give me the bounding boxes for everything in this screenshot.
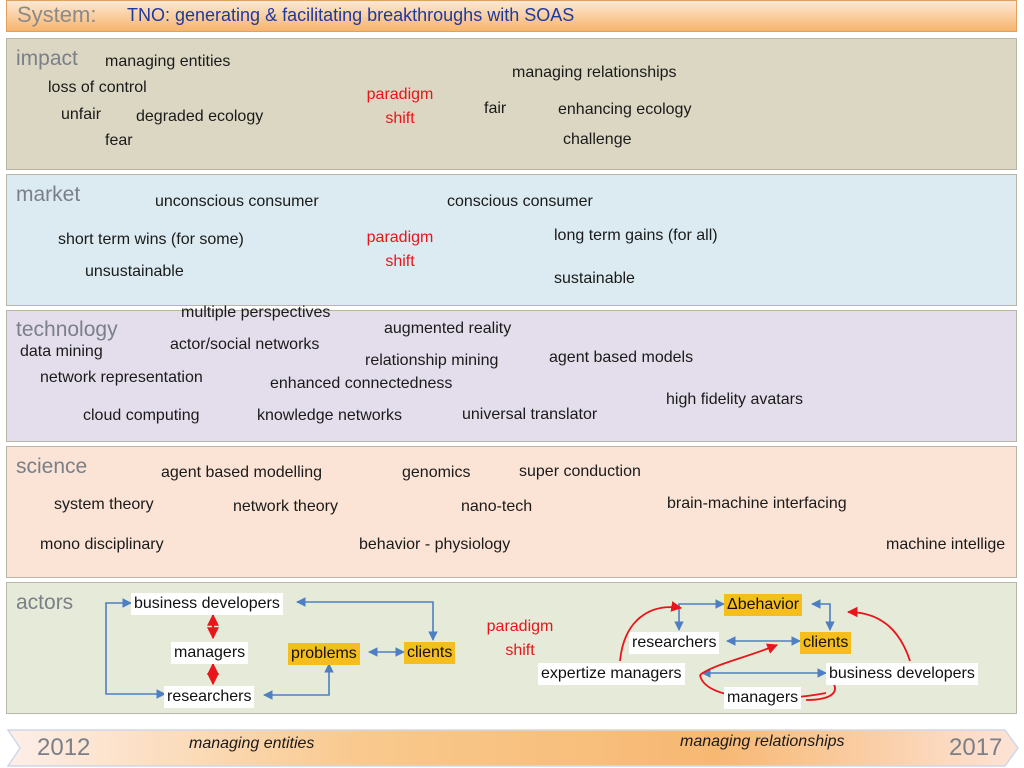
market-item: conscious consumer [447,193,593,210]
impact-item: managing entities [105,53,231,70]
actor-researchers-right: researchers [629,632,720,654]
arrow-loop-left [105,598,166,699]
technology-label: technology [16,318,118,341]
actor-business-developers-right: business developers [826,663,978,685]
science-item: brain-machine interfacing [667,495,847,512]
science-item: behavior - physiology [359,536,511,553]
technology-item: network representation [40,369,203,386]
paradigm-shift-label: paradigm shift [355,226,445,274]
curve-to-behavior [619,601,683,662]
technology-item: multiple perspectives [181,304,331,321]
science-band [6,446,1017,578]
technology-item: universal translator [462,406,598,423]
system-label: System: [17,2,97,27]
impact-item: loss of control [48,79,147,96]
shift-word: paradigm [366,229,434,246]
science-item: machine intellige [886,536,1006,553]
science-item: genomics [402,464,471,481]
shift-word: shift [385,110,415,127]
market-band [6,174,1017,306]
technology-item: actor/social networks [170,336,320,353]
actor-expertize-managers: expertize managers [538,663,685,685]
actor-clients-right: clients [800,632,852,654]
science-item: nano-tech [461,498,533,515]
impact-item: managing relationships [512,64,677,81]
science-item: super conduction [519,463,641,480]
actors-label: actors [16,591,74,614]
actor-managers-right: managers [724,687,802,709]
impact-item: unfair [61,106,102,123]
arrow-researchers-problems [263,663,334,700]
technology-item: knowledge networks [257,407,402,424]
actor-clients: clients [404,642,456,664]
actor-delta-behavior: Δbehavior [724,594,803,616]
shift-word: shift [505,642,535,659]
science-label: science [16,455,88,478]
market-item: sustainable [554,270,635,287]
impact-label: impact [16,47,78,70]
arrow-bizdev-clients [296,597,438,641]
actor-business-developers: business developers [131,593,283,615]
technology-item: agent based models [549,349,694,366]
shift-word: shift [385,253,415,270]
shift-word: paradigm [486,618,554,635]
actor-researchers: researchers [164,686,255,708]
science-item: system theory [54,496,154,513]
technology-item: cloud computing [83,407,200,424]
impact-item: fair [484,100,507,117]
technology-item: augmented reality [384,320,512,337]
shift-word: paradigm [366,86,434,103]
actor-problems: problems [288,643,360,665]
technology-item: enhanced connectedness [270,375,453,392]
timeline-right-caption: managing relationships [680,733,845,750]
market-label: market [16,183,81,206]
impact-item: enhancing ecology [558,101,692,118]
technology-band [6,310,1017,442]
technology-item: relationship mining [365,352,499,369]
market-item: unconscious consumer [155,193,319,210]
market-item: unsustainable [85,263,184,280]
impact-item: challenge [563,131,632,148]
science-item: mono disciplinary [40,536,164,553]
system-header [6,0,1017,32]
slide-title: TNO: generating & facilitating breakthro… [127,5,575,25]
curve-bizdev-to-behavior [846,606,911,662]
science-item: agent based modelling [161,464,323,481]
technology-item: high fidelity avatars [666,391,803,408]
science-item: network theory [233,498,338,515]
technology-item: data mining [20,343,103,360]
arrow-behavior-clients [811,599,835,631]
timeline-left-caption: managing entities [189,735,315,752]
impact-band [6,38,1017,170]
market-item: long term gains (for all) [554,227,718,244]
impact-item: fear [105,132,133,149]
impact-item: degraded ecology [136,108,264,125]
timeline-end-year: 2017 [949,734,1003,761]
curve-to-clients [699,643,779,676]
paradigm-shift-label: paradigm shift [475,615,565,663]
timeline-start-year: 2012 [37,734,91,761]
actor-managers: managers [171,642,249,664]
market-item: short term wins (for some) [58,231,244,248]
paradigm-shift-label: paradigm shift [355,83,445,131]
